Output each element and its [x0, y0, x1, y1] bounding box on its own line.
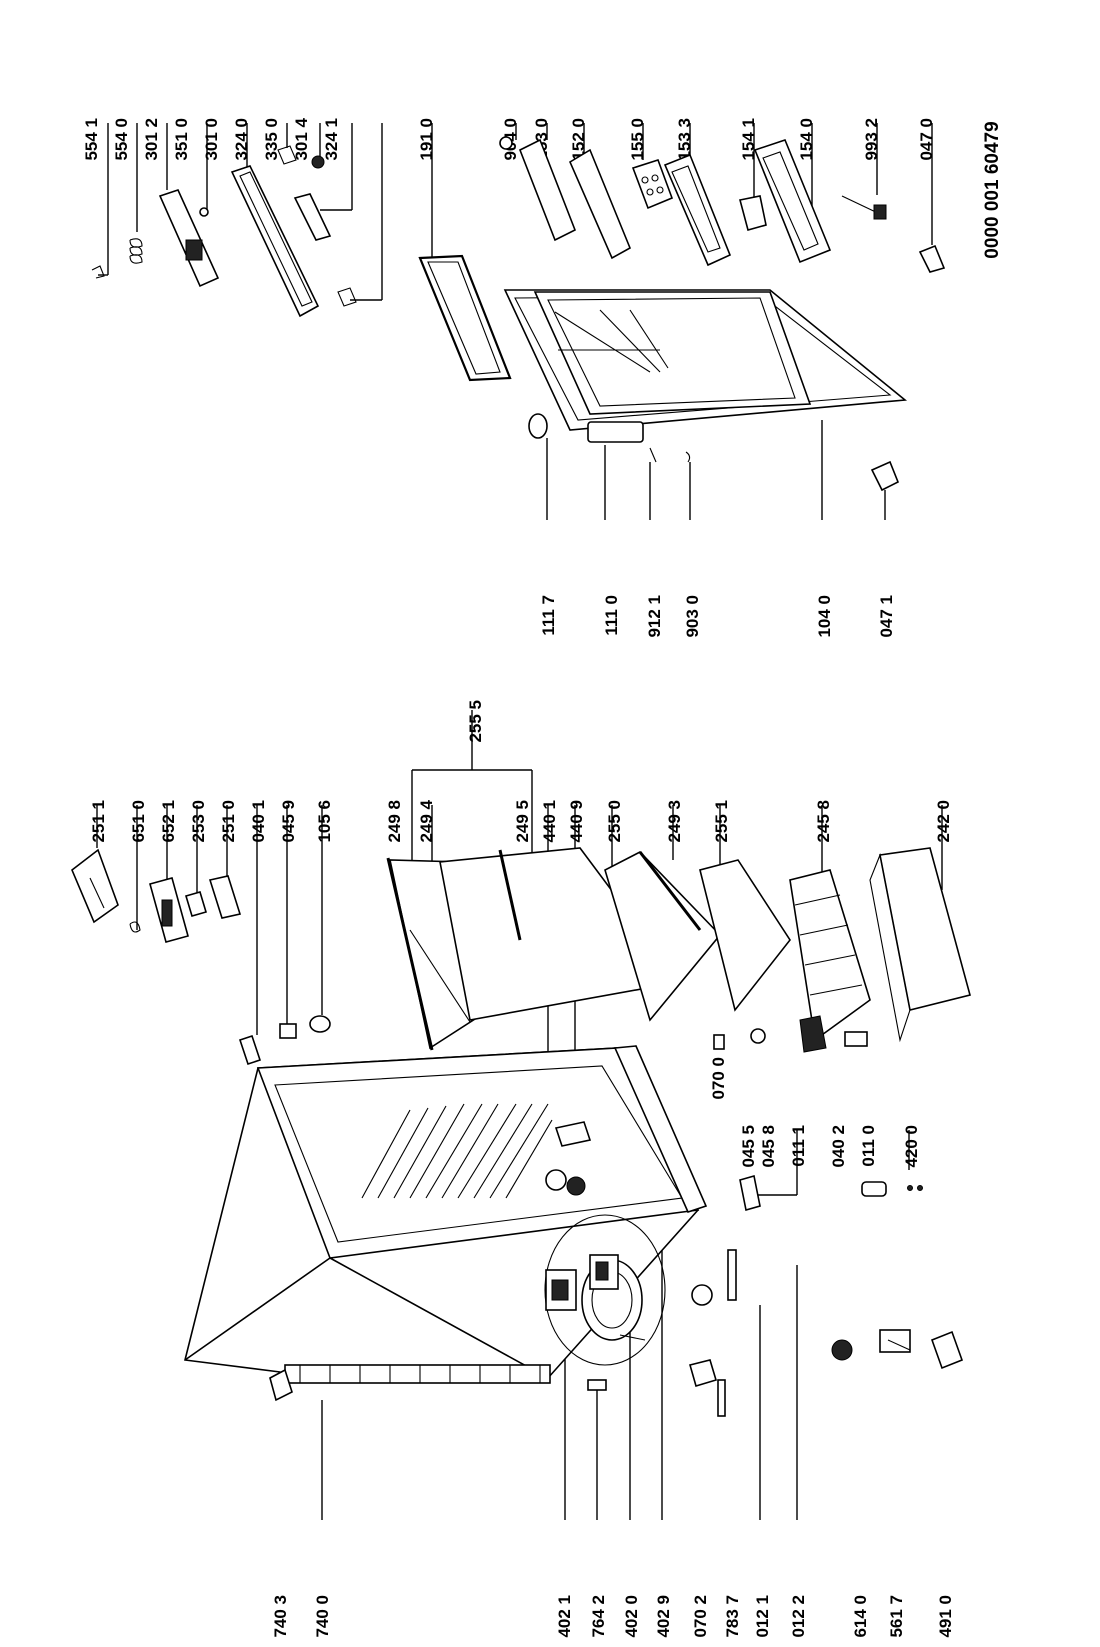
door-assembly	[418, 136, 946, 492]
part-label-1550: 155 0	[628, 118, 647, 161]
part-label-3510: 351 0	[172, 118, 191, 161]
part-label-2495: 249 5	[513, 800, 532, 843]
part-label-2511: 251 1	[89, 800, 108, 843]
part-label-9030: 903 0	[683, 595, 702, 638]
part-label-4409: 440 9	[567, 800, 586, 843]
part-label-5617: 561 7	[887, 1595, 906, 1638]
part-label-2458: 245 8	[814, 800, 833, 843]
part-label-0455: 045 5	[739, 1125, 758, 1168]
part-label-2420: 242 0	[934, 800, 953, 843]
part-label-1541: 154 1	[739, 118, 758, 161]
part-label-2555: 255 5	[466, 700, 485, 743]
part-label-0471: 047 1	[877, 595, 896, 638]
part-label-6140: 614 0	[851, 1595, 870, 1638]
part-label-0470: 047 0	[917, 118, 936, 161]
part-label-0111: 011 1	[789, 1125, 808, 1167]
part-label-0458: 045 8	[759, 1125, 778, 1168]
part-label-2550: 255 0	[605, 800, 624, 843]
part-label-0122: 012 2	[789, 1595, 808, 1638]
part-label-4021: 402 1	[555, 1595, 574, 1638]
part-label-0702: 070 2	[691, 1595, 710, 1638]
part-label-0401: 040 1	[249, 800, 268, 843]
part-label-1040: 104 0	[815, 595, 834, 638]
part-label-7642: 764 2	[589, 1595, 608, 1638]
part-label-1117: 111 7	[539, 595, 558, 636]
document-reference-number: 0000 001 60479	[982, 121, 1003, 258]
part-label-2494: 249 4	[417, 799, 436, 842]
part-label-1056: 105 6	[315, 800, 334, 843]
part-label-1110: 111 0	[602, 595, 621, 636]
part-label-7400: 740 0	[313, 1595, 332, 1638]
shelves	[386, 847, 971, 1051]
part-label-2530: 253 0	[189, 800, 208, 843]
part-label-1540: 154 0	[797, 118, 816, 161]
part-label-3240: 324 0	[232, 118, 251, 161]
cabinet-shelf-rails	[361, 1103, 553, 1199]
part-label-0700: 070 0	[709, 1057, 728, 1100]
cabinet-assembly	[184, 1045, 708, 1402]
part-label-6510: 651 0	[129, 800, 148, 843]
part-label-9121: 912 1	[645, 595, 664, 638]
part-label-7837: 783 7	[723, 1595, 742, 1638]
compressor-assembly	[544, 1214, 666, 1366]
part-label-0402: 040 2	[829, 1125, 848, 1168]
control-panel-parts	[91, 145, 357, 318]
part-label-1910: 191 0	[417, 118, 436, 161]
part-label-2510: 251 0	[219, 800, 238, 843]
part-label-4020: 402 0	[622, 1595, 641, 1638]
part-label-4029: 402 9	[654, 1595, 673, 1638]
part-label-1520: 152 0	[569, 118, 588, 161]
part-label-7403: 740 3	[271, 1595, 290, 1638]
small-parts	[71, 848, 964, 1417]
part-label-9932: 993 2	[862, 118, 881, 161]
part-label-2551: 255 1	[712, 800, 731, 843]
part-label-4401: 440 1	[540, 800, 559, 843]
part-labels: 554 1 554 0 301 2 351 0 301 0 324 0 335 0 301 4…	[82, 117, 955, 1637]
part-label-5540: 554 0	[112, 118, 131, 161]
part-label-3012: 301 2	[142, 118, 161, 161]
part-label-3014: 301 4	[292, 117, 311, 160]
part-label-4910: 491 0	[936, 1595, 955, 1638]
part-label-2498: 249 8	[385, 800, 404, 843]
part-label-0110: 011 0	[859, 1125, 878, 1167]
part-label-0121: 012 1	[753, 1595, 772, 1638]
part-label-3350: 335 0	[262, 118, 281, 161]
condenser-grid	[299, 1365, 541, 1383]
part-label-6521: 652 1	[159, 800, 178, 843]
part-label-1533: 153 3	[675, 118, 694, 161]
part-label-3241: 324 1	[322, 118, 341, 161]
part-label-2493: 249 3	[665, 800, 684, 843]
part-label-3010: 301 0	[202, 118, 221, 161]
part-label-0459: 045 9	[279, 800, 298, 843]
part-label-5541: 554 1	[82, 118, 101, 161]
part-label-4200: 420 0	[902, 1125, 921, 1168]
